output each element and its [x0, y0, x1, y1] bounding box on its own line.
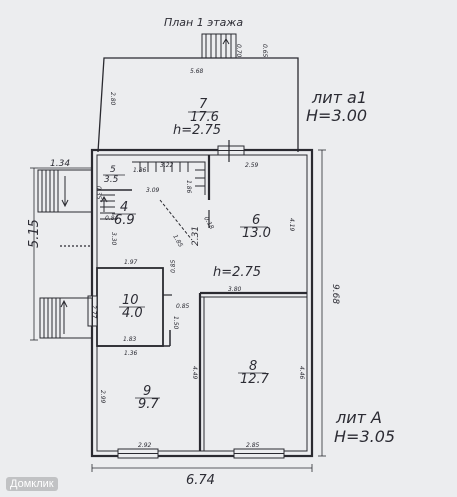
- top-stairs: [201, 33, 237, 59]
- main-height: h=2.75: [213, 265, 261, 280]
- block-a-label: лит А: [335, 408, 382, 427]
- room-5-number: 5: [110, 165, 116, 175]
- dim-r8-h: 4.46: [298, 366, 305, 380]
- block-a1-label: лит а1: [311, 88, 367, 107]
- dim-corr: 2.31: [191, 226, 201, 246]
- inner-stair: [100, 161, 206, 241]
- watermark-text: Домклик: [10, 478, 54, 490]
- room-9-number: 9: [143, 384, 151, 399]
- dim-veranda-w: 5.68: [190, 68, 204, 75]
- porch-stairs-lower: [39, 297, 93, 339]
- dim-r9-w: 2.92: [138, 442, 152, 449]
- room-6-area: 13.0: [242, 226, 271, 241]
- dim-r9-left: 2.99: [99, 390, 106, 404]
- dim-top-stair2: 0.65: [261, 44, 268, 58]
- dim-r10-top: 1.97: [124, 259, 138, 266]
- dim-top-stair: 0.70: [235, 44, 242, 58]
- room-6-number: 6: [252, 213, 260, 228]
- dim-bottom-total: 6.74: [186, 473, 215, 488]
- dim-r9-h: 4.49: [191, 366, 198, 380]
- dim-r6-h: 4.19: [288, 218, 295, 232]
- dim-right-total: 9.68: [330, 284, 340, 304]
- dim-r5-w: 1.86: [133, 167, 147, 174]
- room-7-height: h=2.75: [173, 123, 221, 138]
- dim-r10-side: 1.50: [172, 316, 179, 330]
- room-10-area: 4.0: [122, 306, 143, 321]
- block-a1-height: H=3.00: [306, 106, 367, 125]
- room-8-area: 12.7: [240, 372, 270, 387]
- porch-stairs-upper: [37, 169, 93, 213]
- dim-r4-w: 3.09: [146, 187, 160, 194]
- dim-r6-w: 2.59: [245, 162, 259, 169]
- dim-small1: 0.35: [95, 186, 102, 200]
- dimension-lines: [30, 149, 326, 472]
- dim-r5-2: 3.22: [160, 162, 174, 169]
- room-labels: 7 17.6 h=2.75 5 3.5 4 6.9 6 13.0 10 4.0 …: [103, 97, 271, 412]
- room-7-area: 17.6: [190, 110, 219, 125]
- room-4-number: 4: [120, 200, 128, 215]
- windows: [87, 145, 285, 459]
- room-7-number: 7: [199, 97, 208, 112]
- dim-r10-l: 2.77: [90, 305, 97, 319]
- watermark: Домклик: [6, 477, 58, 491]
- dim-r8-w: 2.85: [246, 442, 260, 449]
- dim-r10-w: 1.36: [124, 350, 138, 357]
- dim-r4-v: 1.86: [185, 180, 192, 194]
- dim-small2: 0.84: [105, 215, 119, 222]
- plan-title: План 1 этажа: [164, 16, 243, 29]
- room-8-number: 8: [249, 359, 257, 374]
- dim-r10-v: 0.85: [170, 259, 177, 273]
- dimension-values: 0.70 0.65 5.68 2.80 1.34 1.86 3.22 2.59 …: [27, 44, 340, 488]
- dim-r4-h: 3.30: [110, 232, 117, 246]
- dim-left-total: 5.15: [27, 219, 42, 248]
- room-10-number: 10: [122, 293, 139, 308]
- room-5-area: 3.5: [104, 175, 119, 185]
- room-4-area: 6.9: [114, 213, 135, 228]
- dim-r8-top: 3.80: [228, 286, 242, 293]
- dim-left-porch: 1.34: [50, 159, 70, 169]
- dim-veranda-h: 2.80: [109, 92, 116, 106]
- block-a-height: H=3.05: [334, 427, 395, 446]
- door-marks: [60, 140, 230, 296]
- dim-r10-h: 1.83: [123, 336, 137, 343]
- dim-r8-small: 0.85: [176, 303, 190, 310]
- room-9-area: 9.7: [138, 397, 159, 412]
